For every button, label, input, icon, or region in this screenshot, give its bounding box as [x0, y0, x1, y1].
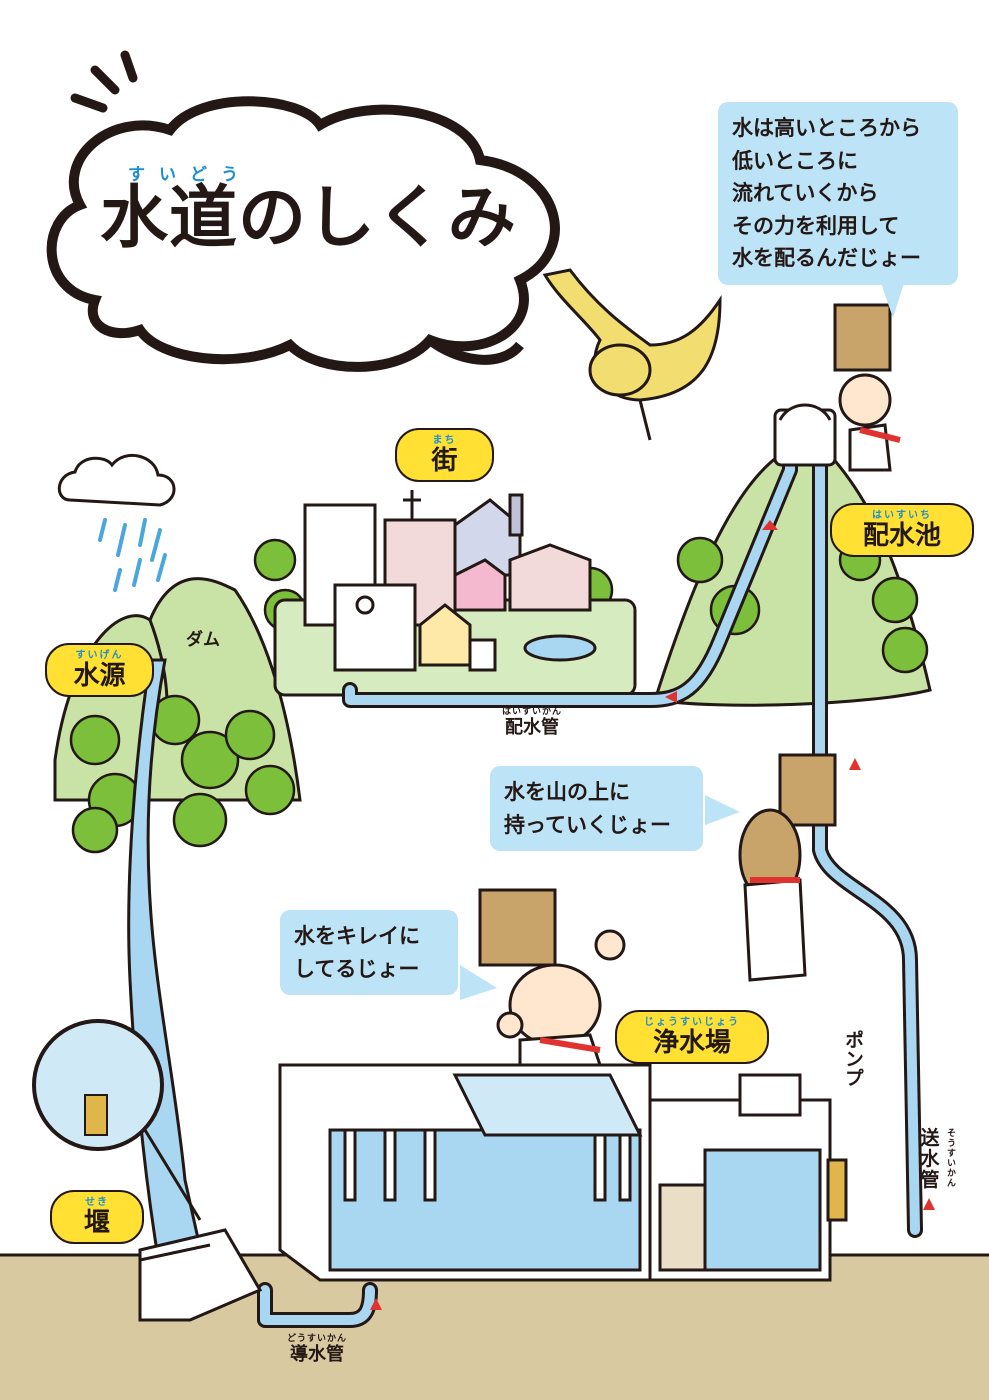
label-water-source: すいげん 水源	[45, 643, 154, 697]
bubble-lower-line-2: してるじょー	[294, 956, 420, 981]
label-reservoir: はいすいち 配水池	[830, 503, 974, 557]
speech-bubble-middle: 水を山の上に 持っていくじょー	[490, 766, 703, 852]
bubble-top-line-5: 水を配るんだじょー	[732, 246, 921, 271]
speech-bubble-lower: 水をキレイに してるじょー	[280, 910, 458, 996]
city	[273, 490, 637, 697]
title-cloud	[46, 96, 560, 372]
rain-cloud	[57, 454, 176, 592]
label-purification-text: 浄水場	[652, 1028, 731, 1058]
pipe-label-distribution: はいすいかん 配水管	[492, 708, 572, 737]
bubble-top-line-2: 低いところに	[732, 148, 858, 173]
label-city-text: 街	[431, 446, 458, 476]
pipe-label-intake-ruby: どうすいかん	[286, 1334, 347, 1344]
reservoir-tank	[773, 403, 837, 467]
weir-structure	[138, 1228, 263, 1322]
bubble-middle-line-1: 水を山の上に	[504, 780, 630, 804]
pipe-label-transmission-ruby: そうすいかん	[945, 1128, 955, 1188]
pipe-label-intake: どうすいかん 導水管	[272, 1335, 362, 1364]
label-city-ruby: まち	[432, 435, 457, 446]
label-water-source-ruby: すいげん	[75, 650, 124, 661]
label-weir-ruby: せき	[85, 1197, 109, 1208]
emphasis-lines	[70, 50, 138, 113]
label-reservoir-ruby: はいすいち	[872, 510, 932, 521]
label-water-source-text: 水源	[73, 661, 126, 691]
label-weir: せき 堰	[50, 1190, 144, 1244]
bubble-top-line-3: 流れていくから	[732, 181, 879, 206]
flow-arrows	[370, 520, 935, 1310]
label-reservoir-text: 配水池	[862, 521, 941, 551]
weir-detail-inset	[32, 1019, 202, 1221]
title-ruby: すいどう	[128, 165, 252, 185]
pipe-label-transmission-text: 送水管	[920, 1127, 940, 1191]
label-weir-text: 堰	[83, 1208, 110, 1238]
bubble-middle-line-2: 持っていくじょー	[504, 812, 671, 837]
label-purification-ruby: じょうすいじょう	[644, 1017, 740, 1028]
label-purification: じょうすいじょう 浄水場	[615, 1010, 769, 1064]
purification-plant	[278, 1063, 848, 1282]
bubble-tails	[460, 280, 905, 1000]
pump-label: ポンプ	[842, 1030, 864, 1087]
pipe-network	[257, 432, 923, 1328]
pipe-label-distribution-text: 配水管	[505, 717, 559, 738]
bubble-top-line-4: その力を利用して	[732, 213, 900, 238]
page-title: 水道のしくみ	[100, 179, 517, 258]
dam-label: ダム	[186, 630, 220, 650]
label-city: まち 街	[395, 428, 494, 482]
characters	[478, 303, 901, 1067]
pipe-label-intake-text: 導水管	[290, 1344, 344, 1365]
speech-bubble-top: 水は高いところから 低いところに 流れていくから その力を利用して 水を配るんだ…	[718, 102, 958, 285]
bird	[542, 268, 722, 441]
pipe-label-distribution-ruby: はいすいかん	[501, 707, 562, 717]
bubble-top-line-1: 水は高いところから	[732, 116, 921, 140]
bubble-lower-line-1: 水をキレイに	[294, 924, 420, 948]
